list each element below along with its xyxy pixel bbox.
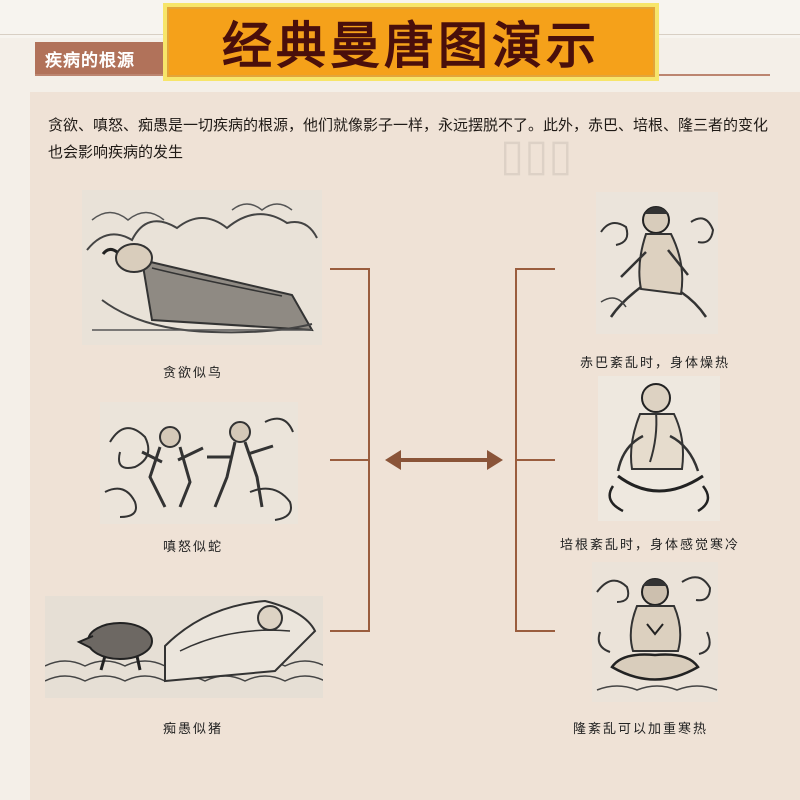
caption-tripa: 赤巴紊乱时，身体燥热: [580, 356, 731, 371]
caption-lung: 隆紊乱可以加重寒热: [573, 722, 709, 737]
sleeping-figure-bird-illustration: [82, 190, 322, 345]
meditating-figure-illustration: [592, 562, 718, 702]
right-bracket: [515, 268, 555, 632]
section-header: 疾病的根源: [35, 42, 169, 74]
hot-body-figure-illustration: [596, 192, 718, 334]
caption-greed: 贪欲似鸟: [163, 366, 224, 381]
caption-ignorance: 痴愚似猪: [163, 722, 224, 737]
intro-paragraph: 贪欲、嗔怒、痴愚是一切疾病的根源，他们就像影子一样，永远摆脱不了。此外，赤巴、培…: [48, 116, 769, 161]
background-watermark: ▯▯▯: [500, 130, 573, 181]
reclining-figure-pig-illustration: [45, 596, 323, 698]
cold-body-figure-illustration: [598, 376, 720, 521]
section-title: 疾病的根源: [45, 50, 135, 71]
caption-bekan: 培根紊乱时，身体感觉寒冷: [560, 538, 741, 553]
banner-title: 经典曼唐图演示: [222, 16, 600, 75]
title-banner: 经典曼唐图演示: [163, 3, 659, 81]
double-arrow-icon: [385, 450, 503, 470]
left-bracket: [330, 268, 370, 632]
caption-anger: 嗔怒似蛇: [163, 540, 224, 555]
fighting-figures-snake-illustration: [100, 402, 298, 524]
